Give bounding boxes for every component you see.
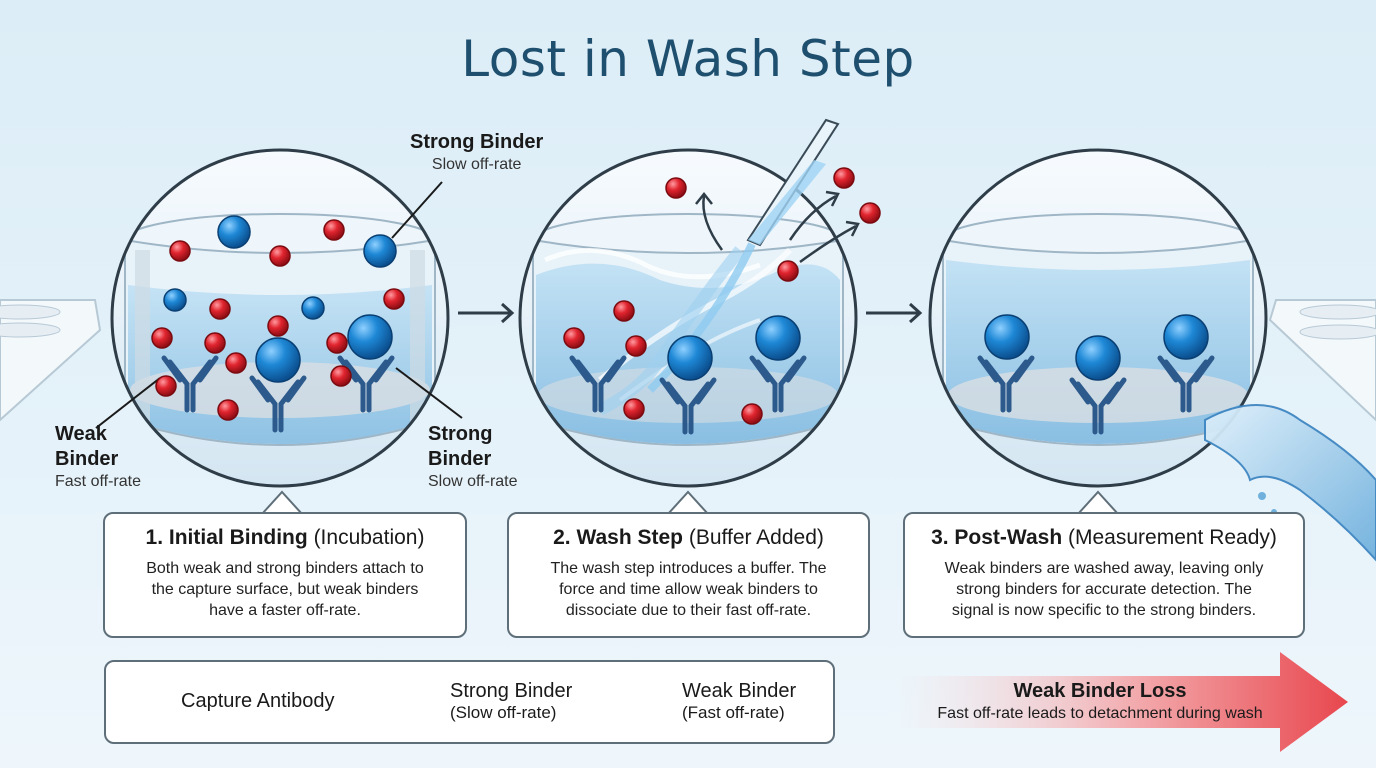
loss-arrow-subtitle: Fast off-rate leads to detachment during… bbox=[905, 705, 1295, 723]
label-strong-bottom-line2: Binder bbox=[428, 447, 518, 472]
step-2-body: The wash step introduces a buffer. The f… bbox=[519, 558, 858, 621]
step-3-line: strong binders for accurate detection. T… bbox=[915, 579, 1293, 600]
step-3-line: signal is now specific to the strong bin… bbox=[915, 600, 1293, 621]
panel-wash-step bbox=[520, 120, 856, 486]
step-3-number: 3. bbox=[931, 526, 949, 549]
step-3-name: Post-Wash bbox=[954, 526, 1062, 549]
weak-binder-dot bbox=[860, 203, 880, 223]
step-card-3: 3. Post-Wash (Measurement Ready) Weak bi… bbox=[903, 512, 1305, 638]
legend-weak-name: Weak Binder bbox=[682, 680, 796, 702]
weak-binder-dot bbox=[324, 220, 344, 240]
label-weak-rate: Fast off-rate bbox=[55, 472, 141, 492]
page-title: Lost in Wash Step bbox=[0, 30, 1376, 88]
strong-binder-dot bbox=[348, 315, 392, 359]
step-1-line: have a faster off-rate. bbox=[115, 600, 455, 621]
label-strong-top-name: Strong Binder bbox=[410, 130, 543, 155]
step-1-body: Both weak and strong binders attach to t… bbox=[115, 558, 455, 621]
strong-binder-dot bbox=[985, 315, 1029, 359]
weak-binder-dot bbox=[152, 328, 172, 348]
weak-binder-dot bbox=[564, 328, 584, 348]
weak-binder-dot bbox=[205, 333, 225, 353]
weak-binder-dot bbox=[218, 400, 238, 420]
weak-binder-dot bbox=[666, 178, 686, 198]
step-1-number: 1. bbox=[146, 526, 164, 549]
weak-binder-dot bbox=[327, 333, 347, 353]
weak-binder-dot bbox=[742, 404, 762, 424]
weak-binder-dot bbox=[270, 246, 290, 266]
step-1-detail: (Incubation) bbox=[314, 526, 425, 549]
label-strong-binder-bottom: Strong Binder Slow off-rate bbox=[428, 422, 518, 492]
strong-binder-dot bbox=[1164, 315, 1208, 359]
step-3-title: 3. Post-Wash (Measurement Ready) bbox=[915, 526, 1293, 550]
label-strong-bottom-line1: Strong bbox=[428, 422, 518, 447]
step-2-detail: (Buffer Added) bbox=[689, 526, 824, 549]
weak-binder-dot bbox=[614, 301, 634, 321]
weak-binder-dot bbox=[331, 366, 351, 386]
legend-strong-name: Strong Binder bbox=[450, 680, 572, 702]
label-weak-binder: Weak Binder Fast off-rate bbox=[55, 422, 141, 492]
weak-binder-dot bbox=[226, 353, 246, 373]
strong-binder-dot bbox=[218, 216, 250, 248]
legend-weak-label: Weak Binder (Fast off-rate) bbox=[682, 680, 796, 724]
label-strong-top-rate: Slow off-rate bbox=[410, 155, 543, 175]
strong-binder-dot bbox=[302, 297, 324, 319]
weak-binder-dot bbox=[626, 336, 646, 356]
strong-binder-dot bbox=[1076, 336, 1120, 380]
weak-binder-dot bbox=[268, 316, 288, 336]
weak-binder-dot bbox=[170, 241, 190, 261]
label-weak-line1: Weak bbox=[55, 422, 141, 447]
loss-arrow-title: Weak Binder Loss bbox=[905, 680, 1295, 703]
weak-binder-dot bbox=[384, 289, 404, 309]
strong-binder-dot bbox=[756, 316, 800, 360]
card-pointers bbox=[262, 492, 1118, 514]
step-2-name: Wash Step bbox=[576, 526, 683, 549]
strong-binder-dot bbox=[364, 235, 396, 267]
step-card-1: 1. Initial Binding (Incubation) Both wea… bbox=[103, 512, 467, 638]
step-2-line: dissociate due to their fast off-rate. bbox=[519, 600, 858, 621]
weak-binder-dot bbox=[778, 261, 798, 281]
weak-binder-dot bbox=[834, 168, 854, 188]
step-2-line: The wash step introduces a buffer. The bbox=[519, 558, 858, 579]
weak-binder-dot bbox=[624, 399, 644, 419]
label-strong-bottom-rate: Slow off-rate bbox=[428, 472, 518, 492]
step-3-detail: (Measurement Ready) bbox=[1068, 526, 1277, 549]
weak-binder-dot bbox=[210, 299, 230, 319]
strong-binder-dot bbox=[668, 336, 712, 380]
strong-binder-dot bbox=[164, 289, 186, 311]
step-2-title: 2. Wash Step (Buffer Added) bbox=[519, 526, 858, 550]
step-1-line: the capture surface, but weak binders bbox=[115, 579, 455, 600]
label-strong-binder-top: Strong Binder Slow off-rate bbox=[410, 130, 543, 175]
strong-binder-dot bbox=[256, 338, 300, 382]
step-card-2: 2. Wash Step (Buffer Added) The wash ste… bbox=[507, 512, 870, 638]
step-1-title: 1. Initial Binding (Incubation) bbox=[115, 526, 455, 550]
legend-strong-label: Strong Binder (Slow off-rate) bbox=[450, 680, 572, 724]
step-3-body: Weak binders are washed away, leaving on… bbox=[915, 558, 1293, 621]
legend-strong-rate: (Slow off-rate) bbox=[450, 702, 572, 724]
legend-weak-rate: (Fast off-rate) bbox=[682, 702, 796, 724]
step-2-number: 2. bbox=[553, 526, 571, 549]
step-3-line: Weak binders are washed away, leaving on… bbox=[915, 558, 1293, 579]
label-weak-line2: Binder bbox=[55, 447, 141, 472]
legend-antibody-label: Capture Antibody bbox=[181, 690, 334, 713]
weak-binder-dot bbox=[156, 376, 176, 396]
step-2-line: force and time allow weak binders to bbox=[519, 579, 858, 600]
step-1-line: Both weak and strong binders attach to bbox=[115, 558, 455, 579]
step-1-name: Initial Binding bbox=[169, 526, 308, 549]
loss-arrow-text: Weak Binder Loss Fast off-rate leads to … bbox=[905, 680, 1295, 723]
